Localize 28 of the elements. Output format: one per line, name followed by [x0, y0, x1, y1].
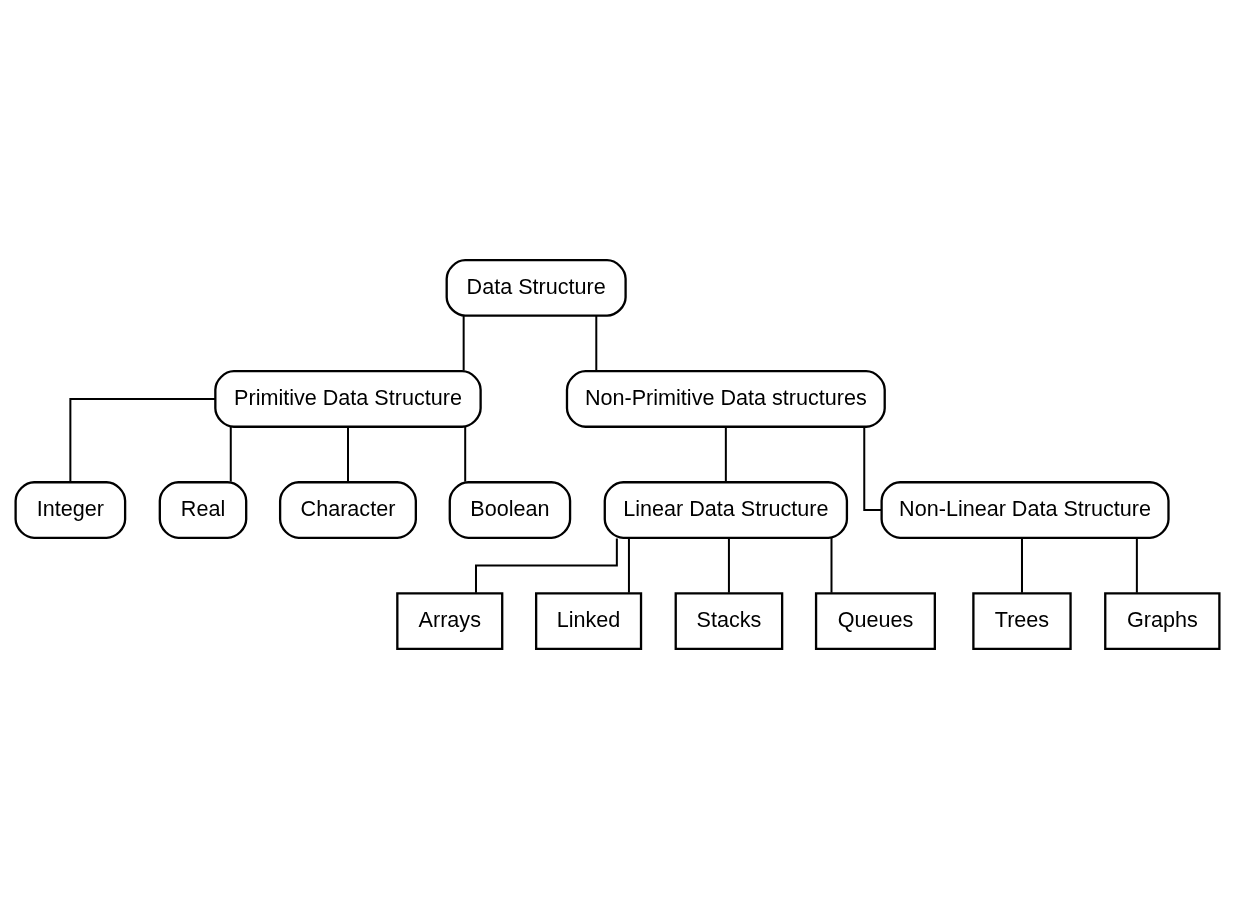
connector — [346, 427, 349, 482]
node-box: Non-Primitive Data structures — [565, 370, 886, 428]
node-box: Integer — [14, 481, 127, 539]
node-box: Arrays — [396, 592, 504, 650]
node-box: Stacks — [674, 592, 784, 650]
connector — [69, 397, 216, 482]
connector — [627, 538, 630, 593]
connector — [464, 427, 467, 482]
node-box: Linear Data Structure — [603, 481, 849, 539]
connector — [724, 427, 727, 482]
node-box: Character — [278, 481, 417, 539]
node-box: Real — [158, 481, 248, 539]
connector — [475, 538, 618, 593]
connector — [727, 538, 730, 593]
connector — [462, 315, 465, 371]
connector — [830, 538, 833, 593]
node-box: Graphs — [1104, 592, 1221, 650]
node-box: Non-Linear Data Structure — [880, 481, 1170, 539]
node-box: Boolean — [448, 481, 572, 539]
node-box: Queues — [814, 592, 936, 650]
connector — [595, 315, 598, 371]
connector — [1020, 538, 1023, 593]
connector — [1135, 538, 1138, 593]
node-box: Linked — [535, 592, 643, 650]
node-box: Trees — [972, 592, 1072, 650]
connector — [229, 427, 232, 482]
node-box: Primitive Data Structure — [214, 370, 482, 428]
node-box: Data Structure — [445, 259, 627, 317]
